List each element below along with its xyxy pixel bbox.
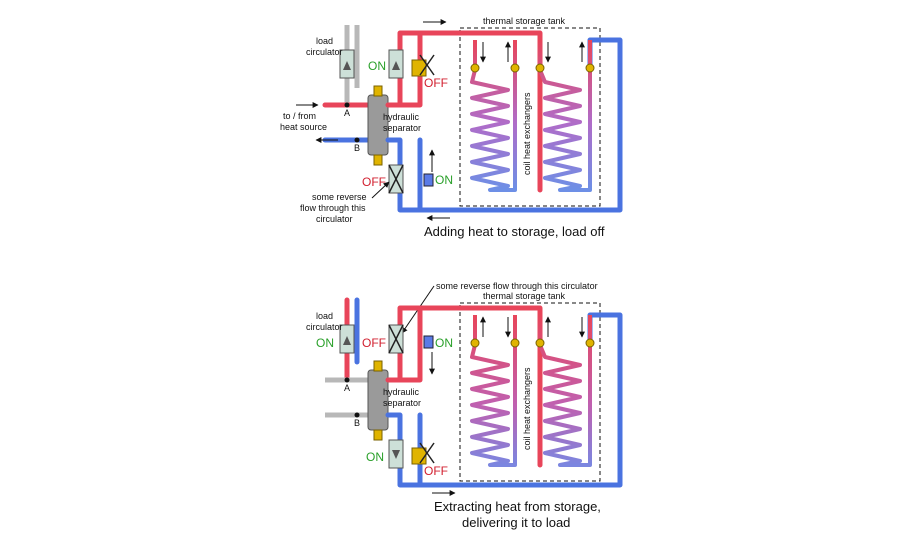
bottom-hot-branch xyxy=(397,305,423,383)
bottom-label-b: B xyxy=(354,418,360,428)
bottom-node-b xyxy=(354,412,360,418)
top-tank-outline xyxy=(459,27,601,207)
top-coil-2 xyxy=(538,40,592,192)
top-label-b: B xyxy=(354,143,360,153)
bottom-tank-outline xyxy=(459,302,601,482)
bottom-off-valve xyxy=(411,442,435,465)
bottom-port-1 xyxy=(470,338,480,348)
bottom-port-3 xyxy=(535,338,545,348)
top-port-4 xyxy=(585,63,595,73)
bottom-load-label-2: circulator xyxy=(306,322,343,332)
bottom-separator-vent xyxy=(373,360,383,372)
bottom-heat-circulator xyxy=(388,324,404,354)
top-separator-label-1: hydraulic xyxy=(383,112,420,122)
top-on-label-2: ON xyxy=(435,173,453,187)
bottom-on-indicator xyxy=(423,335,434,349)
bottom-separator-label-2: separator xyxy=(383,398,421,408)
bottom-diagram: thermal storage tank some reverse flow t… xyxy=(306,281,623,530)
top-coil-label: coil heat exchangers xyxy=(522,92,532,175)
top-reverse-2: flow through this xyxy=(300,203,366,213)
top-separator-drain xyxy=(373,154,383,166)
bottom-port-4 xyxy=(585,338,595,348)
top-on-label-1: ON xyxy=(368,59,386,73)
bottom-on-label-3: ON xyxy=(366,450,384,464)
bottom-label-a: A xyxy=(344,383,350,393)
top-separator-label-2: separator xyxy=(383,123,421,133)
top-node-b xyxy=(354,137,360,143)
top-heat-circulator xyxy=(388,49,404,79)
top-separator-vent xyxy=(373,85,383,97)
bottom-caption-1: Extracting heat from storage, xyxy=(434,499,601,514)
top-off-label-2: OFF xyxy=(362,175,386,189)
top-caption: Adding heat to storage, load off xyxy=(424,224,605,239)
top-off-label-1: OFF xyxy=(424,76,448,90)
bottom-on-label-1: ON xyxy=(316,336,334,350)
bottom-load-label-1: load xyxy=(316,311,333,321)
bottom-coil-label: coil heat exchangers xyxy=(522,367,532,450)
top-reverse-1: some reverse xyxy=(312,192,367,202)
bottom-on-label-2: ON xyxy=(435,336,453,350)
bottom-coil-2 xyxy=(538,315,592,467)
bottom-reverse-note: some reverse flow through this circulato… xyxy=(436,281,598,291)
top-reverse-3: circulator xyxy=(316,214,353,224)
top-hot-branch xyxy=(397,30,423,108)
top-node-a xyxy=(344,102,350,108)
bottom-coil-1 xyxy=(470,315,517,467)
bottom-off-label-1: OFF xyxy=(362,336,386,350)
top-diagram: thermal storage tank coil heat exchanger… xyxy=(280,16,623,239)
bottom-node-a xyxy=(344,377,350,383)
bottom-port-2 xyxy=(510,338,520,348)
top-off-valve xyxy=(411,54,435,77)
top-storage-circulator xyxy=(388,164,404,194)
bottom-tank-label: thermal storage tank xyxy=(483,291,566,301)
top-label-a: A xyxy=(344,108,350,118)
top-port-1 xyxy=(470,63,480,73)
top-load-label-1: load xyxy=(316,36,333,46)
top-to-from: to / from xyxy=(283,111,316,121)
top-load-circulator xyxy=(339,49,355,79)
bottom-caption-2: delivering it to load xyxy=(462,515,570,530)
bottom-separator-drain xyxy=(373,429,383,441)
top-load-label-2: circulator xyxy=(306,47,343,57)
top-port-2 xyxy=(510,63,520,73)
top-reverse-pointer xyxy=(371,181,390,199)
top-on-indicator xyxy=(423,173,434,187)
top-coil-1 xyxy=(470,40,517,192)
bottom-load-circulator xyxy=(339,324,355,354)
top-tank-label: thermal storage tank xyxy=(483,16,566,26)
bottom-off-label-2: OFF xyxy=(424,464,448,478)
top-heat-source: heat source xyxy=(280,122,327,132)
bottom-storage-circulator xyxy=(388,439,404,469)
top-port-3 xyxy=(535,63,545,73)
bottom-separator-label-1: hydraulic xyxy=(383,387,420,397)
